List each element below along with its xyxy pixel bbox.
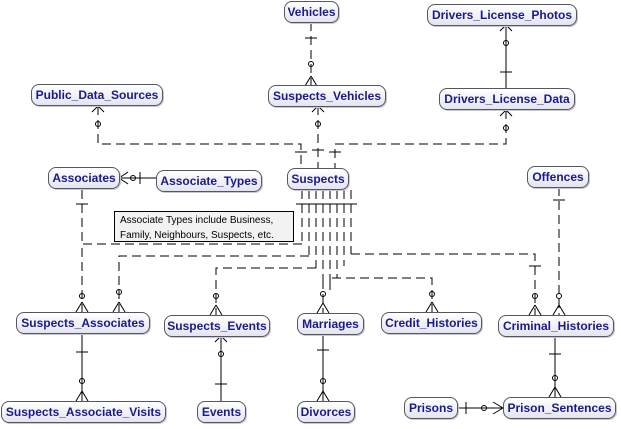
- entity-offences[interactable]: Offences: [527, 166, 589, 188]
- associate-types-note: Associate Types include Business, Family…: [114, 211, 294, 242]
- entity-drivers-license-data[interactable]: Drivers_License_Data: [439, 88, 575, 110]
- entity-events[interactable]: Events: [197, 401, 246, 423]
- entity-credit-histories[interactable]: Credit_Histories: [381, 312, 482, 334]
- entity-suspects-associates[interactable]: Suspects_Associates: [16, 312, 150, 334]
- entity-suspects-events[interactable]: Suspects_Events: [164, 315, 270, 337]
- entity-associates[interactable]: Associates: [48, 167, 120, 189]
- rel-suspects-suspects-associates-b: [118, 255, 309, 312]
- entity-divorces[interactable]: Divorces: [297, 401, 355, 423]
- entity-suspects-associate-visits[interactable]: Suspects_Associate_Visits: [1, 401, 166, 423]
- entity-prisons[interactable]: Prisons: [404, 397, 458, 419]
- entity-prison-sentences[interactable]: Prison_Sentences: [503, 397, 616, 419]
- rel-suspects-suspects-events: [215, 267, 316, 315]
- entity-marriages[interactable]: Marriages: [297, 313, 364, 335]
- rel-public-data-sources-suspects: [97, 106, 302, 169]
- entity-suspects-vehicles[interactable]: Suspects_Vehicles: [268, 85, 386, 107]
- entity-criminal-histories[interactable]: Criminal_Histories: [498, 315, 614, 337]
- note-line-2: Family, Neighbours, Suspects, etc.: [120, 230, 274, 241]
- rel-dl-data-suspects: [334, 110, 507, 169]
- entity-suspects[interactable]: Suspects: [287, 168, 349, 190]
- entity-vehicles[interactable]: Vehicles: [284, 1, 339, 23]
- entity-associate-types[interactable]: Associate_Types: [156, 170, 262, 192]
- entity-drivers-license-photos[interactable]: Drivers_License_Photos: [427, 4, 577, 26]
- rel-suspects-criminal-histories: [351, 253, 536, 315]
- suspects-relationship-fan: [301, 190, 352, 290]
- entity-public-data-sources[interactable]: Public_Data_Sources: [31, 84, 163, 106]
- rel-suspects-credit-histories: [329, 277, 433, 312]
- note-line-1: Associate Types include Business,: [120, 215, 274, 226]
- rel-suspects-suspects-associates-a: [81, 243, 302, 312]
